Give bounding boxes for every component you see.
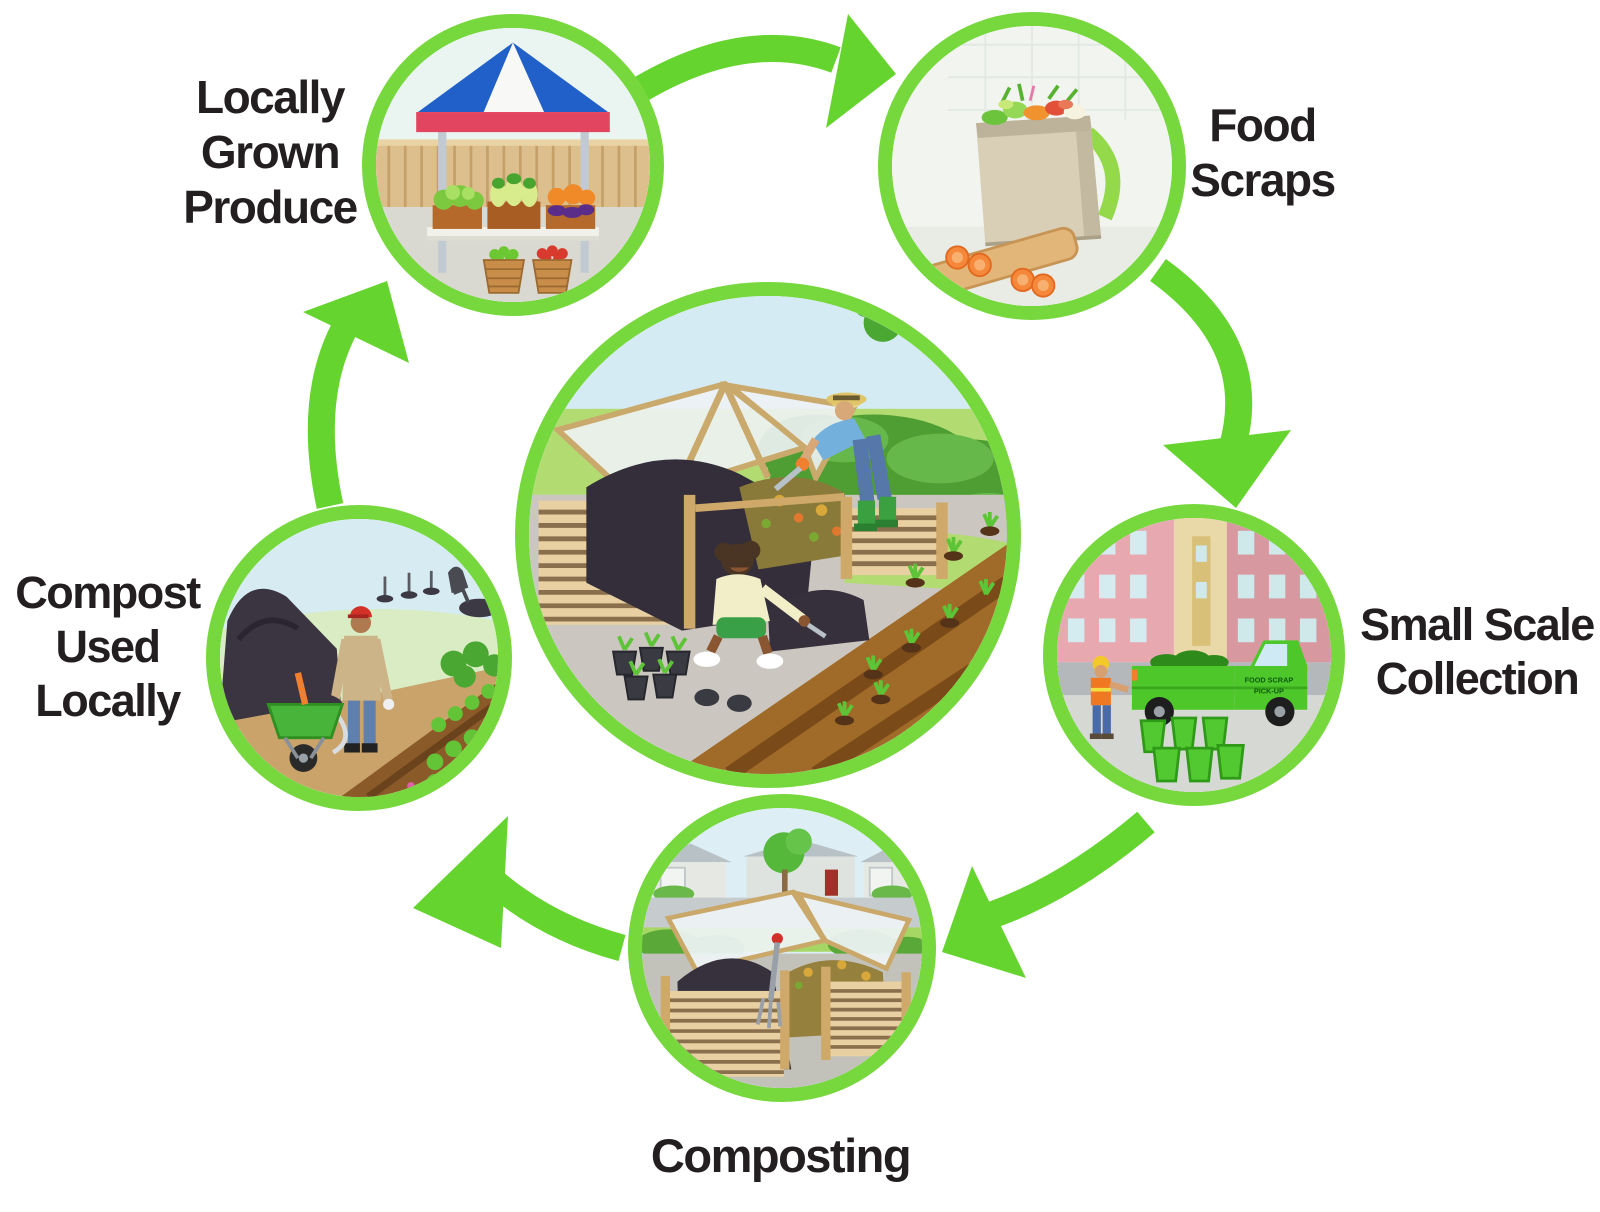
label-line: Compost <box>15 567 201 618</box>
node-composting <box>628 794 936 1102</box>
label-composting: Composting <box>628 1128 933 1184</box>
truck-door-text-line1: FOOD SCRAP <box>1245 675 1294 684</box>
label-line: Food <box>1209 99 1317 151</box>
community-garden-composting-illustration <box>529 296 1007 774</box>
arrow-used-to-produce <box>303 281 409 509</box>
backyard-compost-bins-illustration <box>642 808 922 1088</box>
arrow-scraps-to-collection <box>1150 259 1291 508</box>
label-small-scale-collection: Small Scale Collection <box>1352 598 1600 706</box>
truck-door-text-line2: PICK-UP <box>1254 686 1284 695</box>
label-line: Grown <box>200 126 341 179</box>
label-locally-grown-produce: Locally Grown Produce <box>150 70 390 236</box>
label-food-scraps: Food Scraps <box>1180 98 1345 208</box>
label-line: Locally <box>35 675 181 726</box>
label-line: Produce <box>183 181 358 234</box>
farmers-market-stand-illustration <box>376 28 650 302</box>
node-compost-used-locally <box>206 505 512 811</box>
label-line: Locally <box>195 71 346 123</box>
wheelbarrow-garden-illustration <box>220 519 498 797</box>
node-food-scraps <box>878 12 1186 320</box>
kitchen-scrap-bin-illustration <box>892 26 1172 306</box>
label-line: Collection <box>1375 653 1580 704</box>
pickup-truck-collection-illustration: FOOD SCRAP PICK-UP <box>1057 518 1331 792</box>
arrow-composting-to-used <box>413 816 626 962</box>
arrow-collection-to-composting <box>942 811 1155 978</box>
node-small-scale-collection: FOOD SCRAP PICK-UP <box>1043 504 1345 806</box>
label-compost-used-locally: Compost Used Locally <box>10 566 205 728</box>
label-line: Scraps <box>1190 154 1336 207</box>
node-center-garden-scene <box>515 282 1021 788</box>
label-line: Small Scale <box>1360 599 1595 650</box>
arrow-produce-to-scraps <box>629 14 896 128</box>
label-line: Used <box>55 621 161 672</box>
node-locally-grown-produce <box>362 14 664 316</box>
label-line: Composting <box>650 1129 912 1182</box>
